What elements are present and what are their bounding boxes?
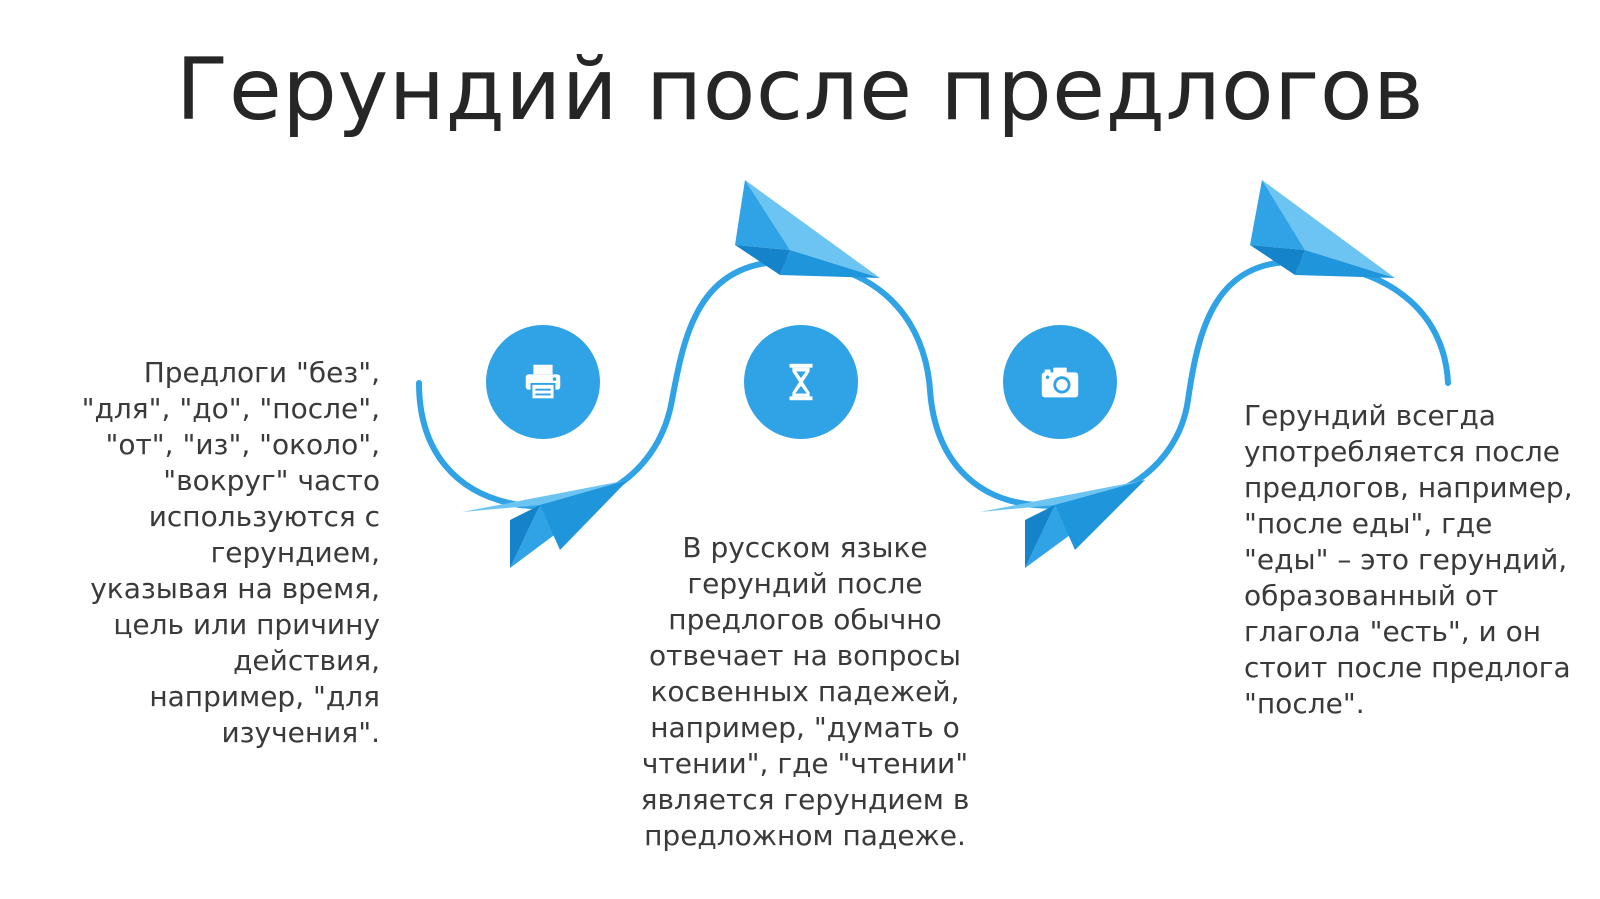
camera-icon [1041,367,1079,398]
paper-plane-icon [1250,180,1395,278]
paper-plane-icon [735,180,880,278]
step-2-badge [744,325,858,439]
paper-plane-icon [462,480,628,568]
hourglass-icon [789,363,813,401]
page-title: Герундий после предлогов [175,40,1425,140]
step-2-text: В русском языке герундий после предлогов… [640,531,970,852]
step-3-text: Герундий всегда употребляется после пред… [1244,399,1573,720]
printer-icon [525,364,561,401]
paper-plane-icon [980,480,1145,568]
step-1-badge [486,325,600,439]
step-3-badge [1003,325,1117,439]
step-1-text: Предлоги "без", "для", "до", "после", "о… [81,356,380,749]
